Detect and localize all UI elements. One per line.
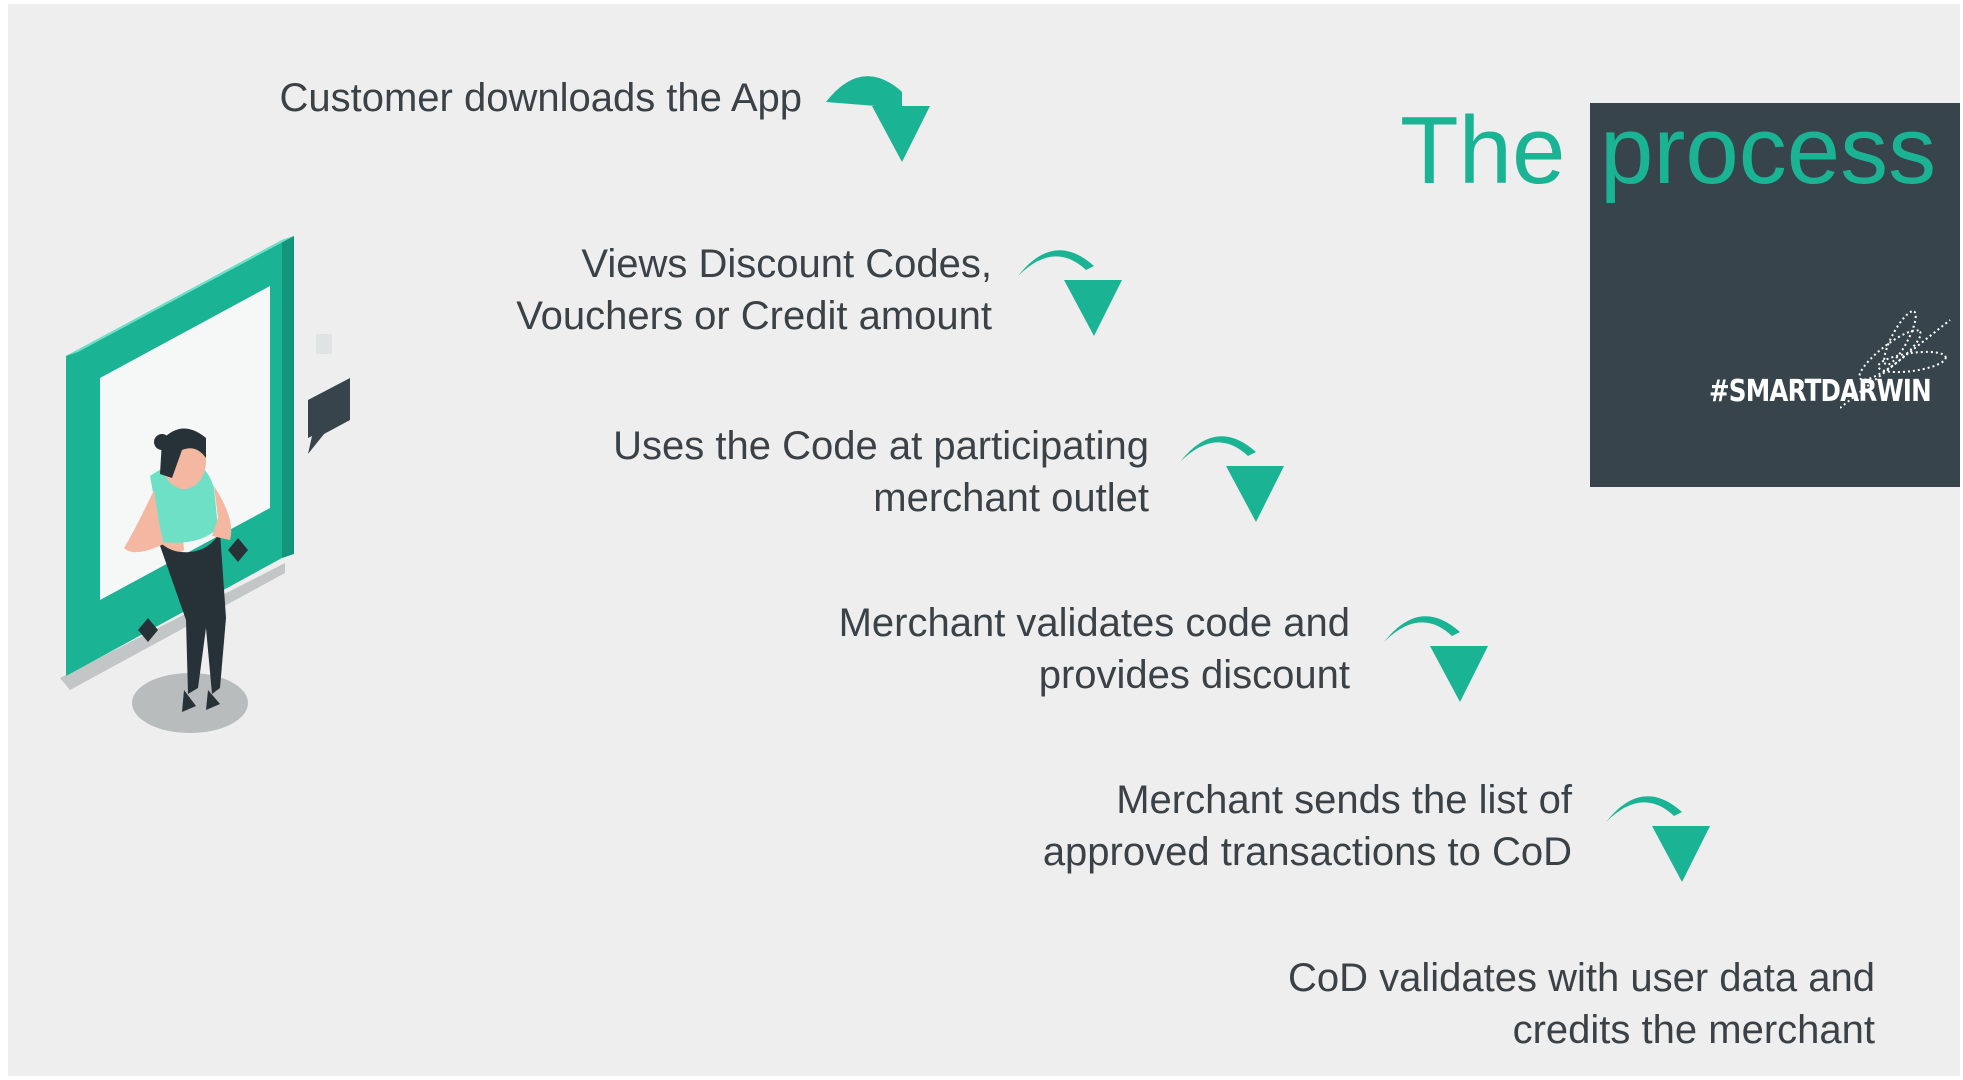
step-3-line-2: merchant outlet — [873, 476, 1149, 520]
step-5-line-2: approved transactions to CoD — [1042, 830, 1572, 874]
step-1-line-1: Customer downloads the App — [279, 76, 802, 120]
step-5-line-1: Merchant sends the list of — [1116, 778, 1572, 822]
dragonfly-logo-icon — [1840, 310, 1951, 409]
step-2-curved-down-arrow-icon — [1018, 250, 1122, 336]
brand-hashtag: #SMARTDARWIN — [1709, 374, 1932, 409]
step-4-line-2: provides discount — [1038, 653, 1350, 697]
title-word-process: process — [1600, 97, 1937, 204]
step-4-line-1: Merchant validates code and — [838, 601, 1350, 645]
step-3-curved-down-arrow-icon — [1180, 436, 1284, 522]
step-6-line-1: CoD validates with user data and — [1288, 956, 1875, 1000]
step-6-line-2: credits the merchant — [1512, 1008, 1875, 1052]
step-4-curved-down-arrow-icon — [1384, 616, 1488, 702]
title-panel — [1590, 103, 1960, 487]
step-1-text: Customer downloads the App — [279, 72, 802, 124]
step-2-line-2: Vouchers or Credit amount — [516, 294, 992, 338]
step-1-curved-down-arrow-icon — [826, 76, 930, 162]
step-5-curved-down-arrow-icon — [1606, 796, 1710, 882]
step-2-text: Views Discount Codes, Vouchers or Credit… — [516, 238, 992, 342]
step-3-text: Uses the Code at participating merchant … — [613, 420, 1149, 524]
step-3-line-1: Uses the Code at participating — [613, 424, 1149, 468]
step-2-line-1: Views Discount Codes, — [581, 242, 992, 286]
woman-at-phone-illustration-icon — [60, 236, 350, 733]
title-word-the: The — [1400, 97, 1566, 204]
step-6-text: CoD validates with user data and credits… — [1288, 952, 1875, 1056]
step-5-text: Merchant sends the list of approved tran… — [1043, 774, 1572, 878]
step-4-text: Merchant validates code and provides dis… — [839, 597, 1350, 701]
